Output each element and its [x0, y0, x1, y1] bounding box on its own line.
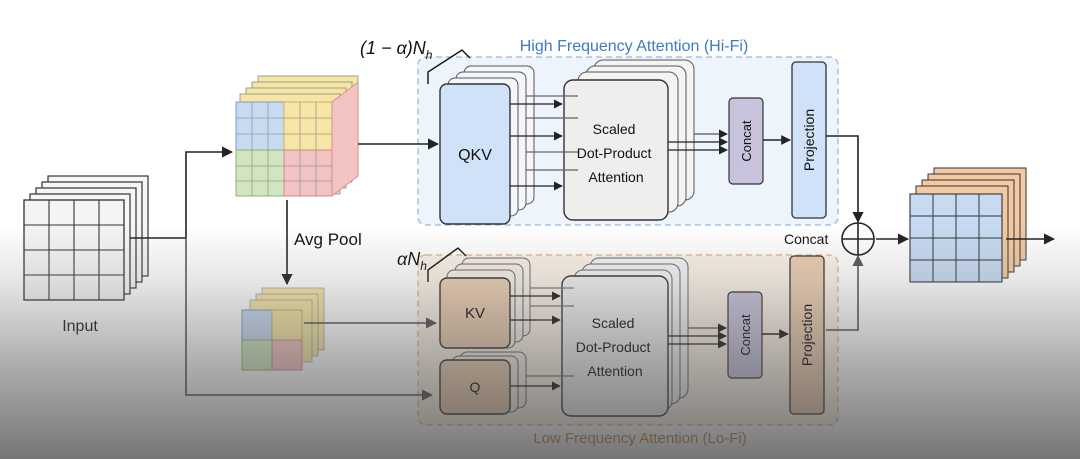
lofi-heads-label: αNh: [397, 249, 427, 273]
concat-sum-label: Concat: [784, 231, 828, 247]
lofi-kv-label: KV: [465, 305, 485, 322]
hifi-title: High Frequency Attention (Hi-Fi): [520, 38, 749, 55]
input-label: Input: [62, 318, 98, 335]
output-cube: [909, 167, 1027, 283]
hifi-concat-label: Concat: [739, 120, 754, 162]
lofi-concat-label: Concat: [738, 314, 753, 356]
hifi-projection-label: Projection: [801, 109, 817, 171]
lofi-q-label: Q: [470, 379, 481, 395]
hifi-qkv-label: QKV: [458, 147, 492, 164]
feature-cube-large: [235, 75, 359, 197]
concat-sum-node: [841, 222, 875, 256]
feature-cube-pooled: [241, 287, 325, 371]
lofi-title: Low Frequency Attention (Lo-Fi): [533, 430, 746, 447]
avg-pool-label: Avg Pool: [294, 230, 362, 249]
lofi-projection-label: Projection: [799, 304, 815, 366]
input-cube: [23, 175, 149, 301]
